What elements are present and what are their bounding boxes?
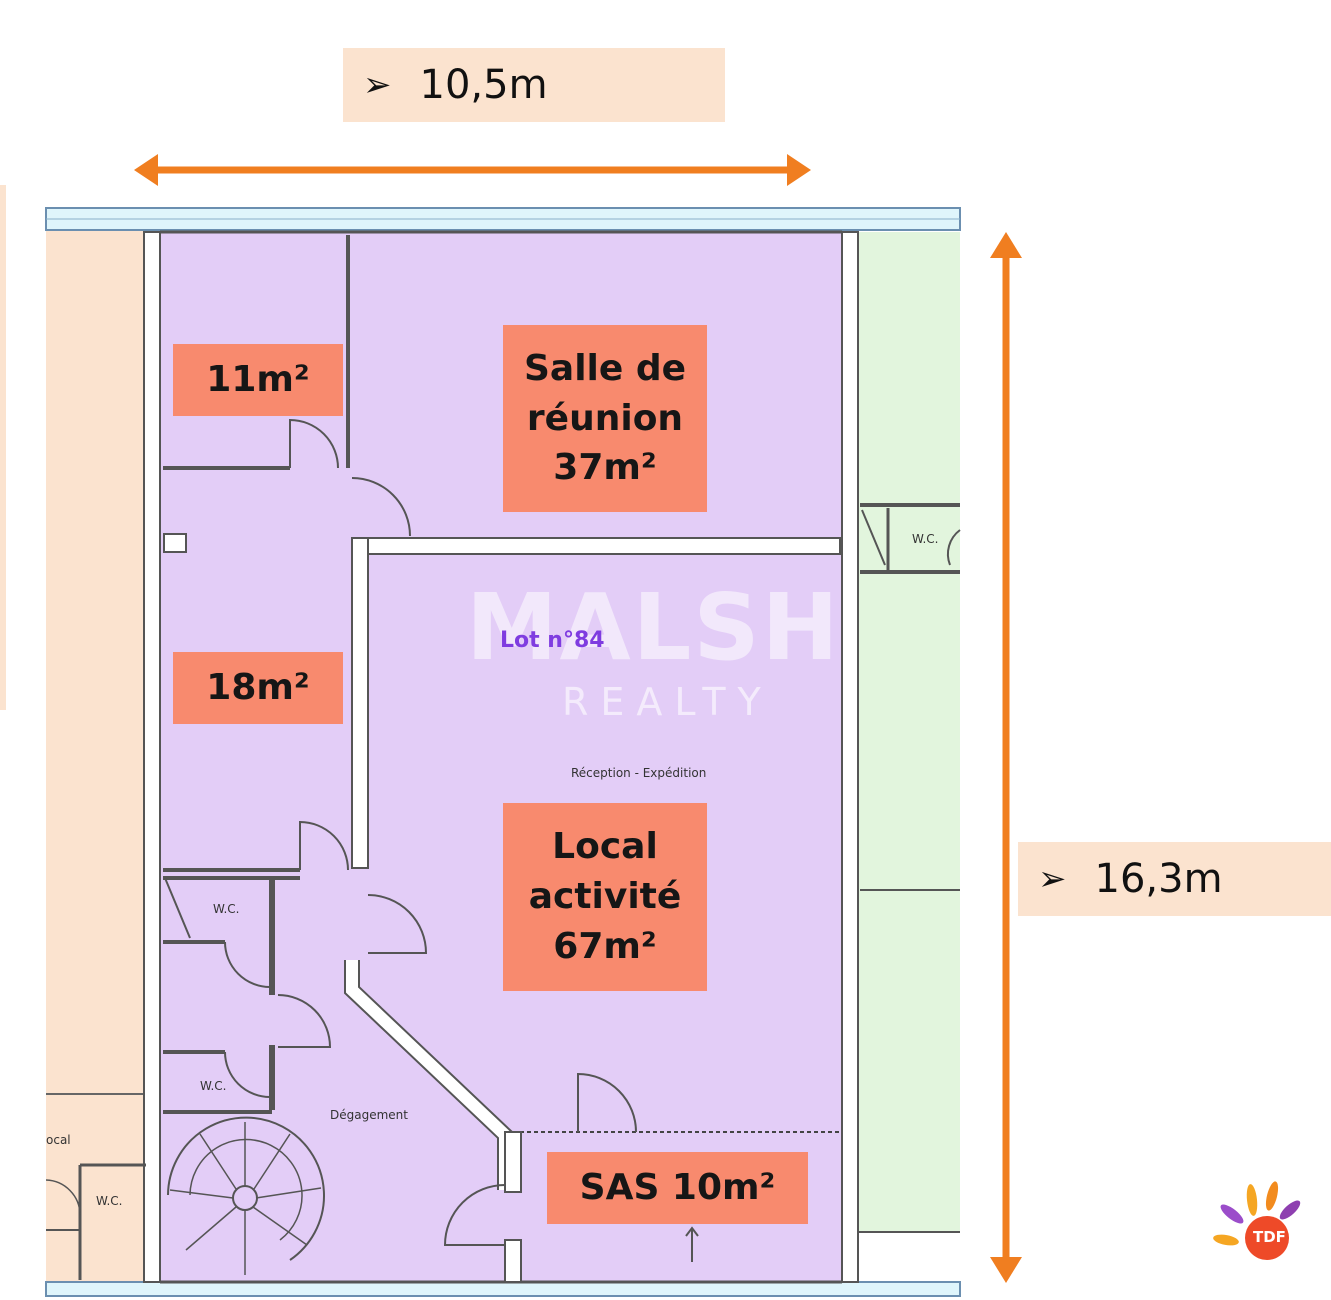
- room-label-meeting: Salle de réunion 37m²: [503, 325, 707, 512]
- height-dimension-label: 16,3m: [1094, 856, 1223, 902]
- height-dimension-box: ➢ 16,3m: [1018, 842, 1331, 916]
- height-arrow: [990, 232, 1022, 1283]
- width-dimension-label: 10,5m: [419, 62, 548, 108]
- reception-label: Réception - Expédition: [571, 766, 707, 780]
- left-edge-strip: [0, 185, 6, 710]
- wc-label-right: W.C.: [912, 532, 939, 546]
- watermark-sub: REALTY: [562, 680, 773, 724]
- room-label-office-18: 18m²: [173, 652, 343, 724]
- lot-number: Lot n°84: [500, 628, 605, 653]
- arrowhead-bullet-icon: ➢: [1038, 859, 1067, 899]
- local-partial-label: ocal: [46, 1133, 71, 1147]
- width-dimension-box: ➢ 10,5m: [343, 48, 725, 122]
- neighbor-right-area: [858, 232, 960, 1232]
- width-arrow: [134, 154, 811, 186]
- watermark-brand: MALSH: [466, 574, 841, 681]
- wc-label-lower: W.C.: [200, 1079, 227, 1093]
- tdf-logo-icon: [1213, 1181, 1301, 1260]
- arrowhead-bullet-icon: ➢: [363, 65, 392, 105]
- wc-label-upper: W.C.: [213, 902, 240, 916]
- degagement-label: Dégagement: [330, 1108, 408, 1122]
- room-label-office-11: 11m²: [173, 344, 343, 416]
- spiral-staircase: [167, 1116, 325, 1275]
- room-label-sas: SAS 10m²: [547, 1152, 808, 1224]
- facade-bottom: [45, 1281, 961, 1297]
- tdf-logo-text: TDF: [1253, 1228, 1286, 1246]
- room-label-activity: Local activité 67m²: [503, 803, 707, 991]
- neighbor-left-area: [46, 230, 146, 1296]
- wc-label-left: W.C.: [96, 1194, 123, 1208]
